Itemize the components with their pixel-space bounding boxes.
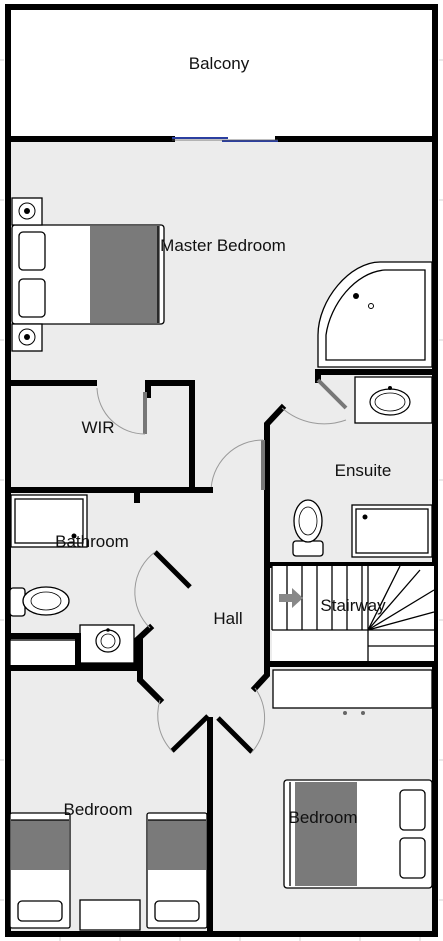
bathroom-bath xyxy=(10,494,88,548)
bedroom-left-door-arc xyxy=(157,699,173,752)
ensuite-shower xyxy=(351,504,433,558)
bedroom-right-door-arc xyxy=(251,687,266,753)
room-label-wir: WIR xyxy=(81,418,114,437)
balcony-area xyxy=(7,7,436,138)
hall-right-wall xyxy=(250,659,270,693)
ensuite-door xyxy=(316,378,348,410)
bedroom-right-door xyxy=(216,716,254,754)
bedroom-left-bed-1 xyxy=(9,812,71,929)
bathroom-door-arc xyxy=(134,551,156,629)
outer-wall xyxy=(5,134,438,937)
bedroom-left-door xyxy=(170,714,210,753)
room-label-ensuite: Ensuite xyxy=(335,461,392,480)
hall-left-wall xyxy=(137,637,165,705)
ensuite-left-wall xyxy=(264,403,438,568)
room-label-bedroom-left: Bedroom xyxy=(64,800,133,819)
ensuite-door-arc xyxy=(281,407,347,425)
bathroom-door xyxy=(153,550,192,589)
master-bed xyxy=(11,224,165,325)
bathroom-toilet xyxy=(9,586,70,617)
room-label-master-bedroom: Master Bedroom xyxy=(160,236,286,255)
grid-edge-marks xyxy=(0,59,443,941)
stair-direction-arrow-icon xyxy=(279,588,303,608)
ensuite-toilet xyxy=(292,499,324,557)
bedroom-left-bed-2 xyxy=(146,812,208,929)
room-label-bathroom: Bathroom xyxy=(55,532,129,551)
room-label-balcony: Balcony xyxy=(189,54,250,73)
bathroom-vanity xyxy=(79,624,135,664)
bedroom-left-side-table xyxy=(79,899,141,931)
room-label-hall: Hall xyxy=(213,609,242,628)
storage-cupboard xyxy=(272,669,433,715)
balcony-wall xyxy=(5,4,438,140)
balcony-window xyxy=(172,137,278,142)
master-bedside-table-bottom xyxy=(11,323,43,352)
room-label-stairway: Stairway xyxy=(320,596,386,615)
stairway xyxy=(271,565,435,663)
master-bedside-table-top xyxy=(11,197,43,226)
wir-door-arc xyxy=(96,387,146,435)
corner-bath xyxy=(317,261,433,368)
bedroom-right-bed xyxy=(283,779,433,889)
ensuite-vanity xyxy=(354,376,433,424)
room-label-bedroom-right: Bedroom xyxy=(289,808,358,827)
hall-side-door-arc xyxy=(210,439,264,493)
